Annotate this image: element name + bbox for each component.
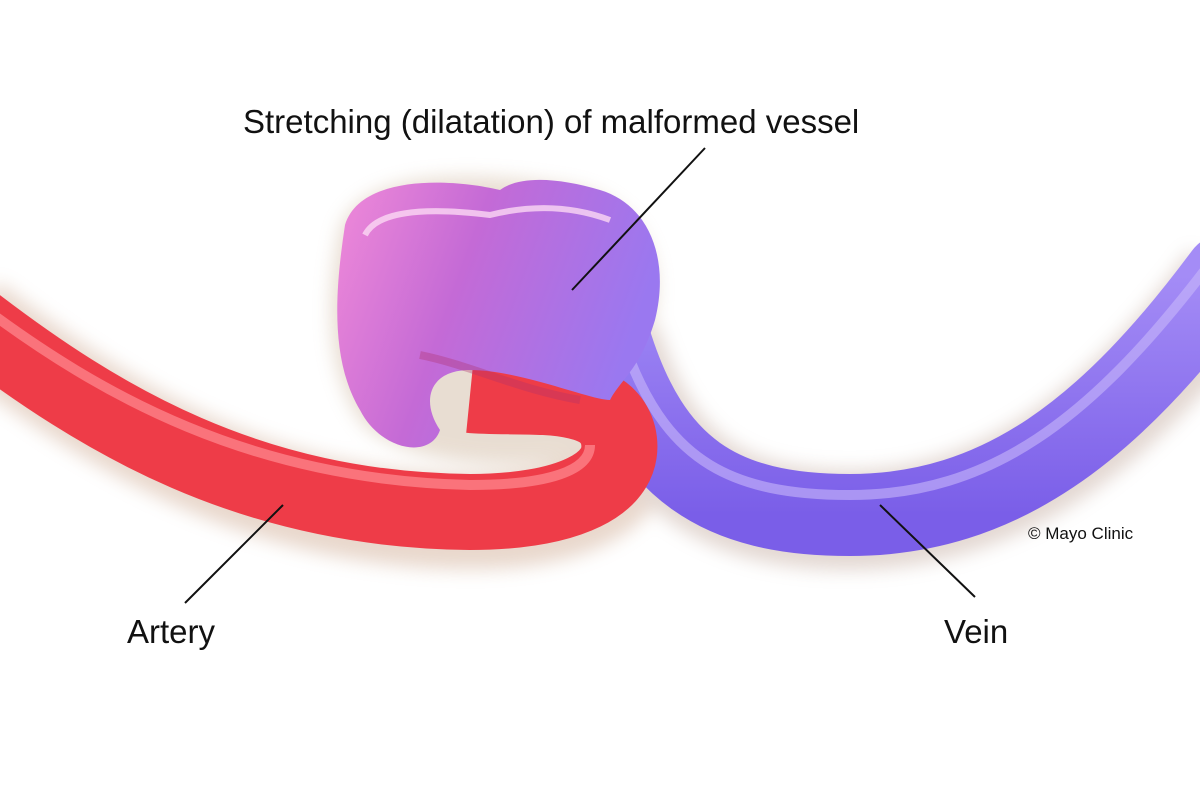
artery [0,295,658,551]
title-leader-line [571,147,706,291]
vein-label: Vein [944,613,1008,650]
artery-label: Artery [127,613,216,650]
vein [569,242,1200,557]
artery-leader-line [184,504,284,604]
title-label: Stretching (dilatation) of malformed ves… [243,103,859,140]
vein-leader-line [879,504,976,598]
dilated-vessel [337,179,660,448]
copyright-label: © Mayo Clinic [1028,524,1134,543]
